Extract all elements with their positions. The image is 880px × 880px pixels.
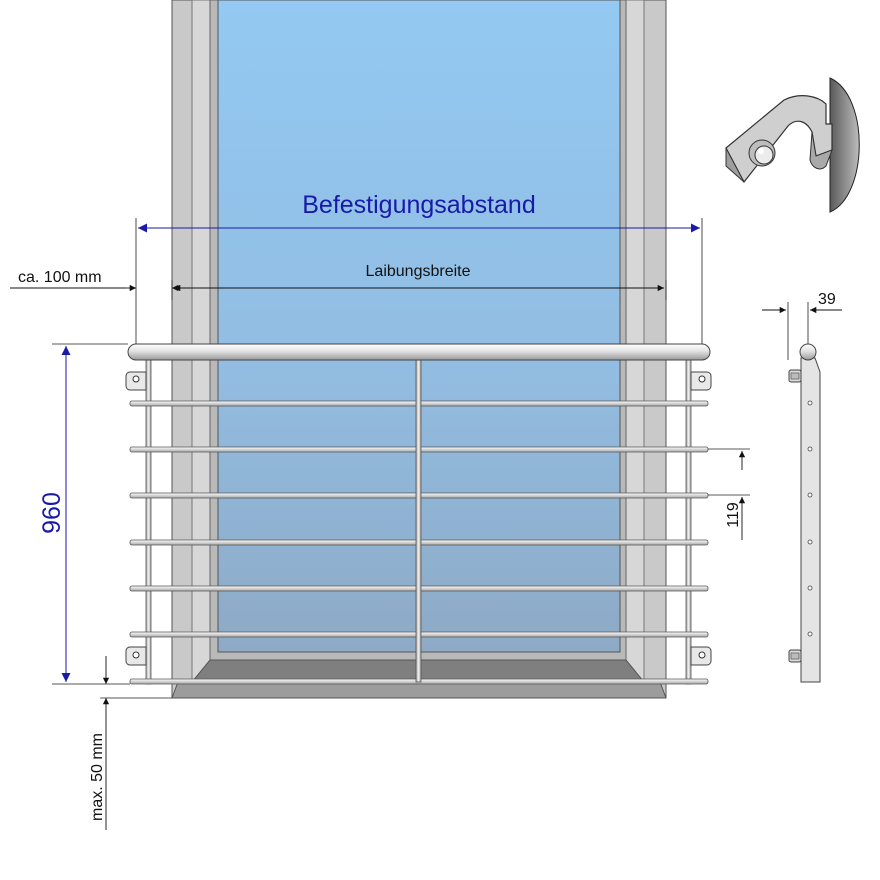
profile-handrail-end (799, 343, 817, 361)
profile-bracket-bottom (788, 649, 802, 663)
profile-offset-label: 39 (818, 291, 836, 308)
reveal-width-label: Laibungsbreite (366, 263, 471, 280)
bracket-top-left (125, 371, 147, 391)
wall-offset-label: ca. 100 mm (18, 269, 102, 286)
dimension-mounting-distance (135, 218, 703, 344)
cap-nut-icon (748, 139, 776, 167)
mounting-distance-label: Befestigungsabstand (302, 191, 536, 219)
bracket-top-right (690, 371, 712, 391)
dimension-floor-gap (100, 656, 172, 830)
railing (125, 343, 712, 685)
floor-gap-label: max. 50 mm (89, 733, 106, 821)
dimension-height (52, 343, 130, 685)
height-label: 960 (38, 492, 66, 534)
rail-spacing-label: 119 (725, 502, 742, 528)
bracket-detail (725, 77, 860, 213)
center-post (415, 357, 422, 683)
bracket-bottom-left (125, 646, 147, 666)
handrail (127, 343, 711, 361)
profile-bracket-top (788, 369, 802, 383)
dimension-rail-spacing (708, 448, 750, 540)
side-profile-view (762, 302, 842, 683)
profile-bar-holes (807, 400, 813, 637)
bracket-bottom-right (690, 646, 712, 666)
